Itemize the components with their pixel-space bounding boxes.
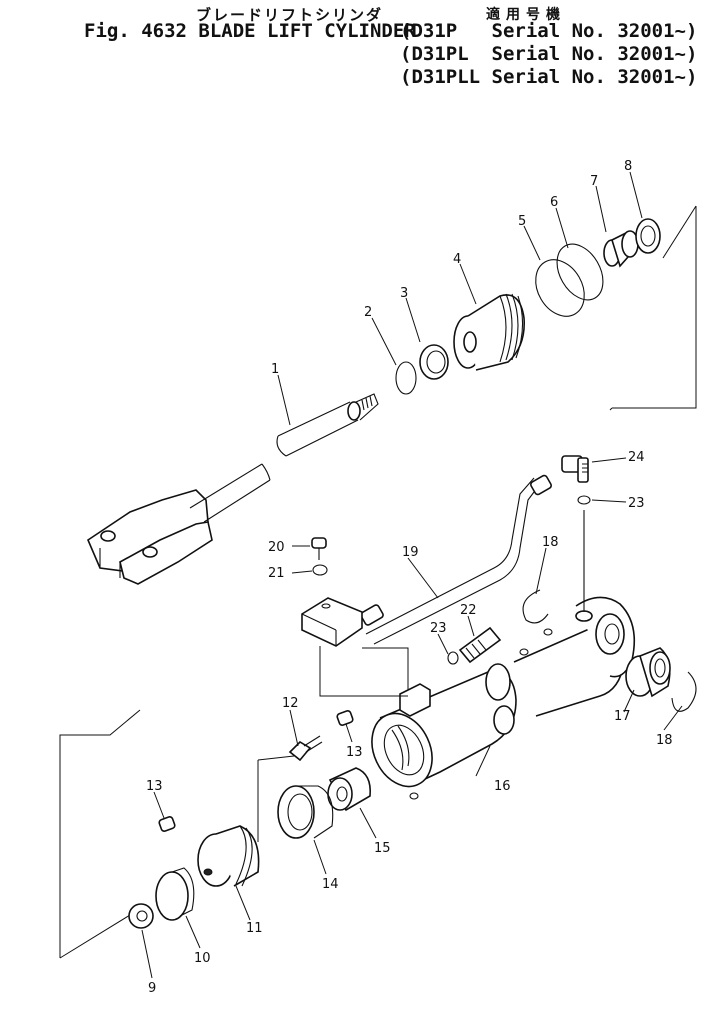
callout-3: 3 — [400, 286, 408, 301]
pipe-block — [301, 597, 363, 647]
cylinder-tube-16 — [371, 510, 636, 800]
callout-14: 14 — [322, 877, 339, 892]
backup-ring-6 — [556, 243, 604, 301]
callout-19: 19 — [402, 545, 419, 560]
callout-13-center: 13 — [346, 745, 363, 760]
serial-line-d31pll: (D31PLL Serial No. 32001~) — [400, 66, 698, 88]
callout-15: 15 — [374, 841, 391, 856]
o-ring-5 — [535, 259, 585, 317]
screw-12 — [288, 735, 323, 762]
group-frame-lower — [59, 709, 141, 959]
callout-17: 17 — [614, 709, 631, 724]
cylinder-head-4 — [453, 293, 525, 371]
callout-6: 6 — [550, 195, 558, 210]
japanese-title: ブレードリフトシリンダ — [196, 6, 384, 24]
callout-2: 2 — [364, 305, 372, 320]
callout-5: 5 — [518, 214, 526, 229]
washer-9 — [128, 903, 154, 929]
callout-16: 16 — [494, 779, 511, 794]
o-ring-23-lower — [447, 651, 459, 665]
pin-13-center — [336, 710, 354, 726]
callout-12: 12 — [282, 696, 299, 711]
bushing-17 — [625, 647, 671, 698]
callout-8: 8 — [624, 159, 632, 174]
dust-seal-8 — [635, 218, 661, 254]
applicable-models-label: 適用号機 — [486, 7, 566, 23]
callout-21: 21 — [268, 566, 285, 581]
bolt-20 — [311, 537, 327, 560]
serial-line-d31p: (D31P Serial No. 32001~) — [400, 20, 698, 42]
snap-ring-2 — [395, 361, 417, 395]
washer-21 — [312, 564, 328, 576]
bushing-7 — [603, 230, 639, 268]
elbow-fitting-24 — [561, 455, 589, 483]
callout-18-upper: 18 — [542, 535, 559, 550]
callout-9: 9 — [148, 981, 156, 996]
callout-24: 24 — [628, 450, 645, 465]
callout-20: 20 — [268, 540, 285, 555]
callout-10: 10 — [194, 951, 211, 966]
callout-23-lower: 23 — [430, 621, 447, 636]
serial-line-d31pl: (D31PL Serial No. 32001~) — [400, 43, 698, 65]
figure-title: Fig. 4632 BLADE LIFT CYLINDER — [84, 20, 416, 42]
leader-lines — [141, 171, 683, 979]
callout-4: 4 — [453, 252, 461, 267]
callout-18-right: 18 — [656, 733, 673, 748]
callout-22: 22 — [460, 603, 477, 618]
seal-10 — [155, 867, 195, 921]
callout-11: 11 — [246, 921, 263, 936]
group-frame-upper — [609, 205, 697, 411]
callouts: 1 2 3 4 5 6 7 8 9 10 11 12 13 13 14 15 1… — [146, 159, 673, 996]
callout-1: 1 — [271, 362, 279, 377]
o-ring-23-upper — [577, 495, 591, 505]
pipe-19 — [360, 474, 552, 645]
bearing-3 — [419, 344, 449, 380]
callout-23-upper: 23 — [628, 496, 645, 511]
callout-7: 7 — [590, 174, 598, 189]
wear-ring-14 — [277, 785, 334, 839]
nut-15 — [327, 767, 372, 812]
snap-ring-18-upper — [522, 589, 549, 624]
group-frame-middle — [319, 646, 409, 697]
piston-11 — [197, 755, 295, 887]
plug-22 — [458, 626, 502, 664]
piston-rod — [87, 393, 379, 585]
snap-ring-18-right — [671, 671, 697, 712]
pin-13-left — [158, 816, 176, 832]
callout-13-left: 13 — [146, 779, 163, 794]
